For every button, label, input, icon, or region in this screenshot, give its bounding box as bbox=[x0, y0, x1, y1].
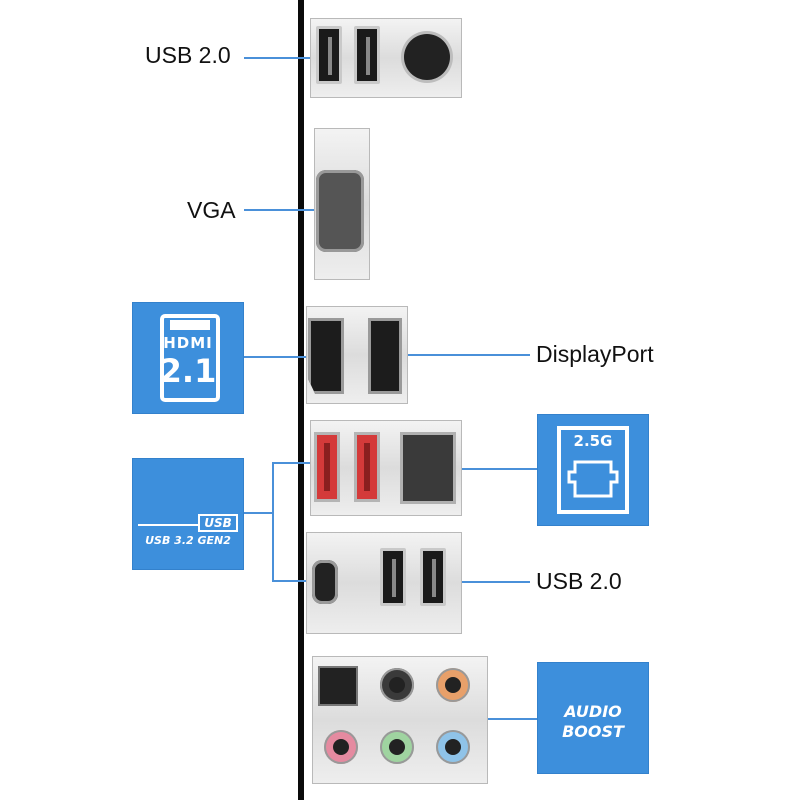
usb-2-port-2 bbox=[354, 26, 380, 84]
lan-speed-text: 2.5G bbox=[573, 432, 613, 450]
usb-logo-text: USB bbox=[198, 514, 238, 532]
vga-leader bbox=[244, 209, 320, 211]
audio-jack-orange bbox=[436, 668, 470, 702]
audio-boost-badge: AUDIO BOOST bbox=[537, 662, 649, 774]
audio-text: AUDIO bbox=[564, 702, 622, 721]
hdmi-version: 2.1 bbox=[159, 352, 217, 390]
audio-jack-pink bbox=[324, 730, 358, 764]
usb-2-bottom-leader bbox=[436, 581, 530, 583]
io-divider-bar bbox=[298, 0, 304, 800]
usb-2-port-1 bbox=[316, 26, 342, 84]
usb-gen2-leader-top bbox=[272, 462, 318, 464]
hdmi-icon bbox=[160, 314, 220, 402]
usb-2-port-4 bbox=[420, 548, 446, 606]
optical-spdif-port bbox=[318, 666, 358, 706]
ethernet-port bbox=[400, 432, 456, 504]
boost-text: BOOST bbox=[562, 722, 624, 741]
usb-2-bottom-label: USB 2.0 bbox=[536, 568, 622, 594]
audio-jack-green bbox=[380, 730, 414, 764]
hdmi-port bbox=[308, 318, 344, 394]
usb-badge-stripe bbox=[138, 524, 200, 526]
usb-gen2-leader-bottom bbox=[272, 580, 318, 582]
usb-2-top-label: USB 2.0 bbox=[145, 42, 231, 68]
ps2-port bbox=[404, 34, 450, 80]
hdmi-text: HDMI bbox=[163, 334, 213, 352]
vga-port bbox=[316, 170, 364, 252]
usb-3-2-gen2-badge: USB USB 3.2 GEN2 bbox=[132, 458, 244, 570]
usb-gen-text: USB 3.2 GEN2 bbox=[145, 534, 231, 547]
usb-2-port-3 bbox=[380, 548, 406, 606]
hdmi-2-1-badge: HDMI 2.1 bbox=[132, 302, 244, 414]
displayport-leader bbox=[388, 354, 530, 356]
displayport-label: DisplayPort bbox=[536, 341, 654, 367]
audio-leader bbox=[462, 718, 537, 720]
hdmi-leader bbox=[244, 356, 322, 358]
usb-3-2-gen2-port-1 bbox=[314, 432, 340, 502]
usb-3-2-gen2-port-2 bbox=[354, 432, 380, 502]
usb-gen2-leader-h bbox=[244, 512, 274, 514]
vga-label: VGA bbox=[187, 197, 236, 223]
usb-c-port bbox=[312, 560, 338, 604]
audio-jack-blue bbox=[436, 730, 470, 764]
ethernet-icon bbox=[557, 426, 629, 514]
lan-2-5g-badge: 2.5G bbox=[537, 414, 649, 526]
audio-jack-black bbox=[380, 668, 414, 702]
usb-gen2-leader-v bbox=[272, 462, 274, 582]
lan-leader bbox=[426, 468, 537, 470]
displayport-port bbox=[368, 318, 402, 394]
usb-2-top-leader bbox=[244, 57, 318, 59]
